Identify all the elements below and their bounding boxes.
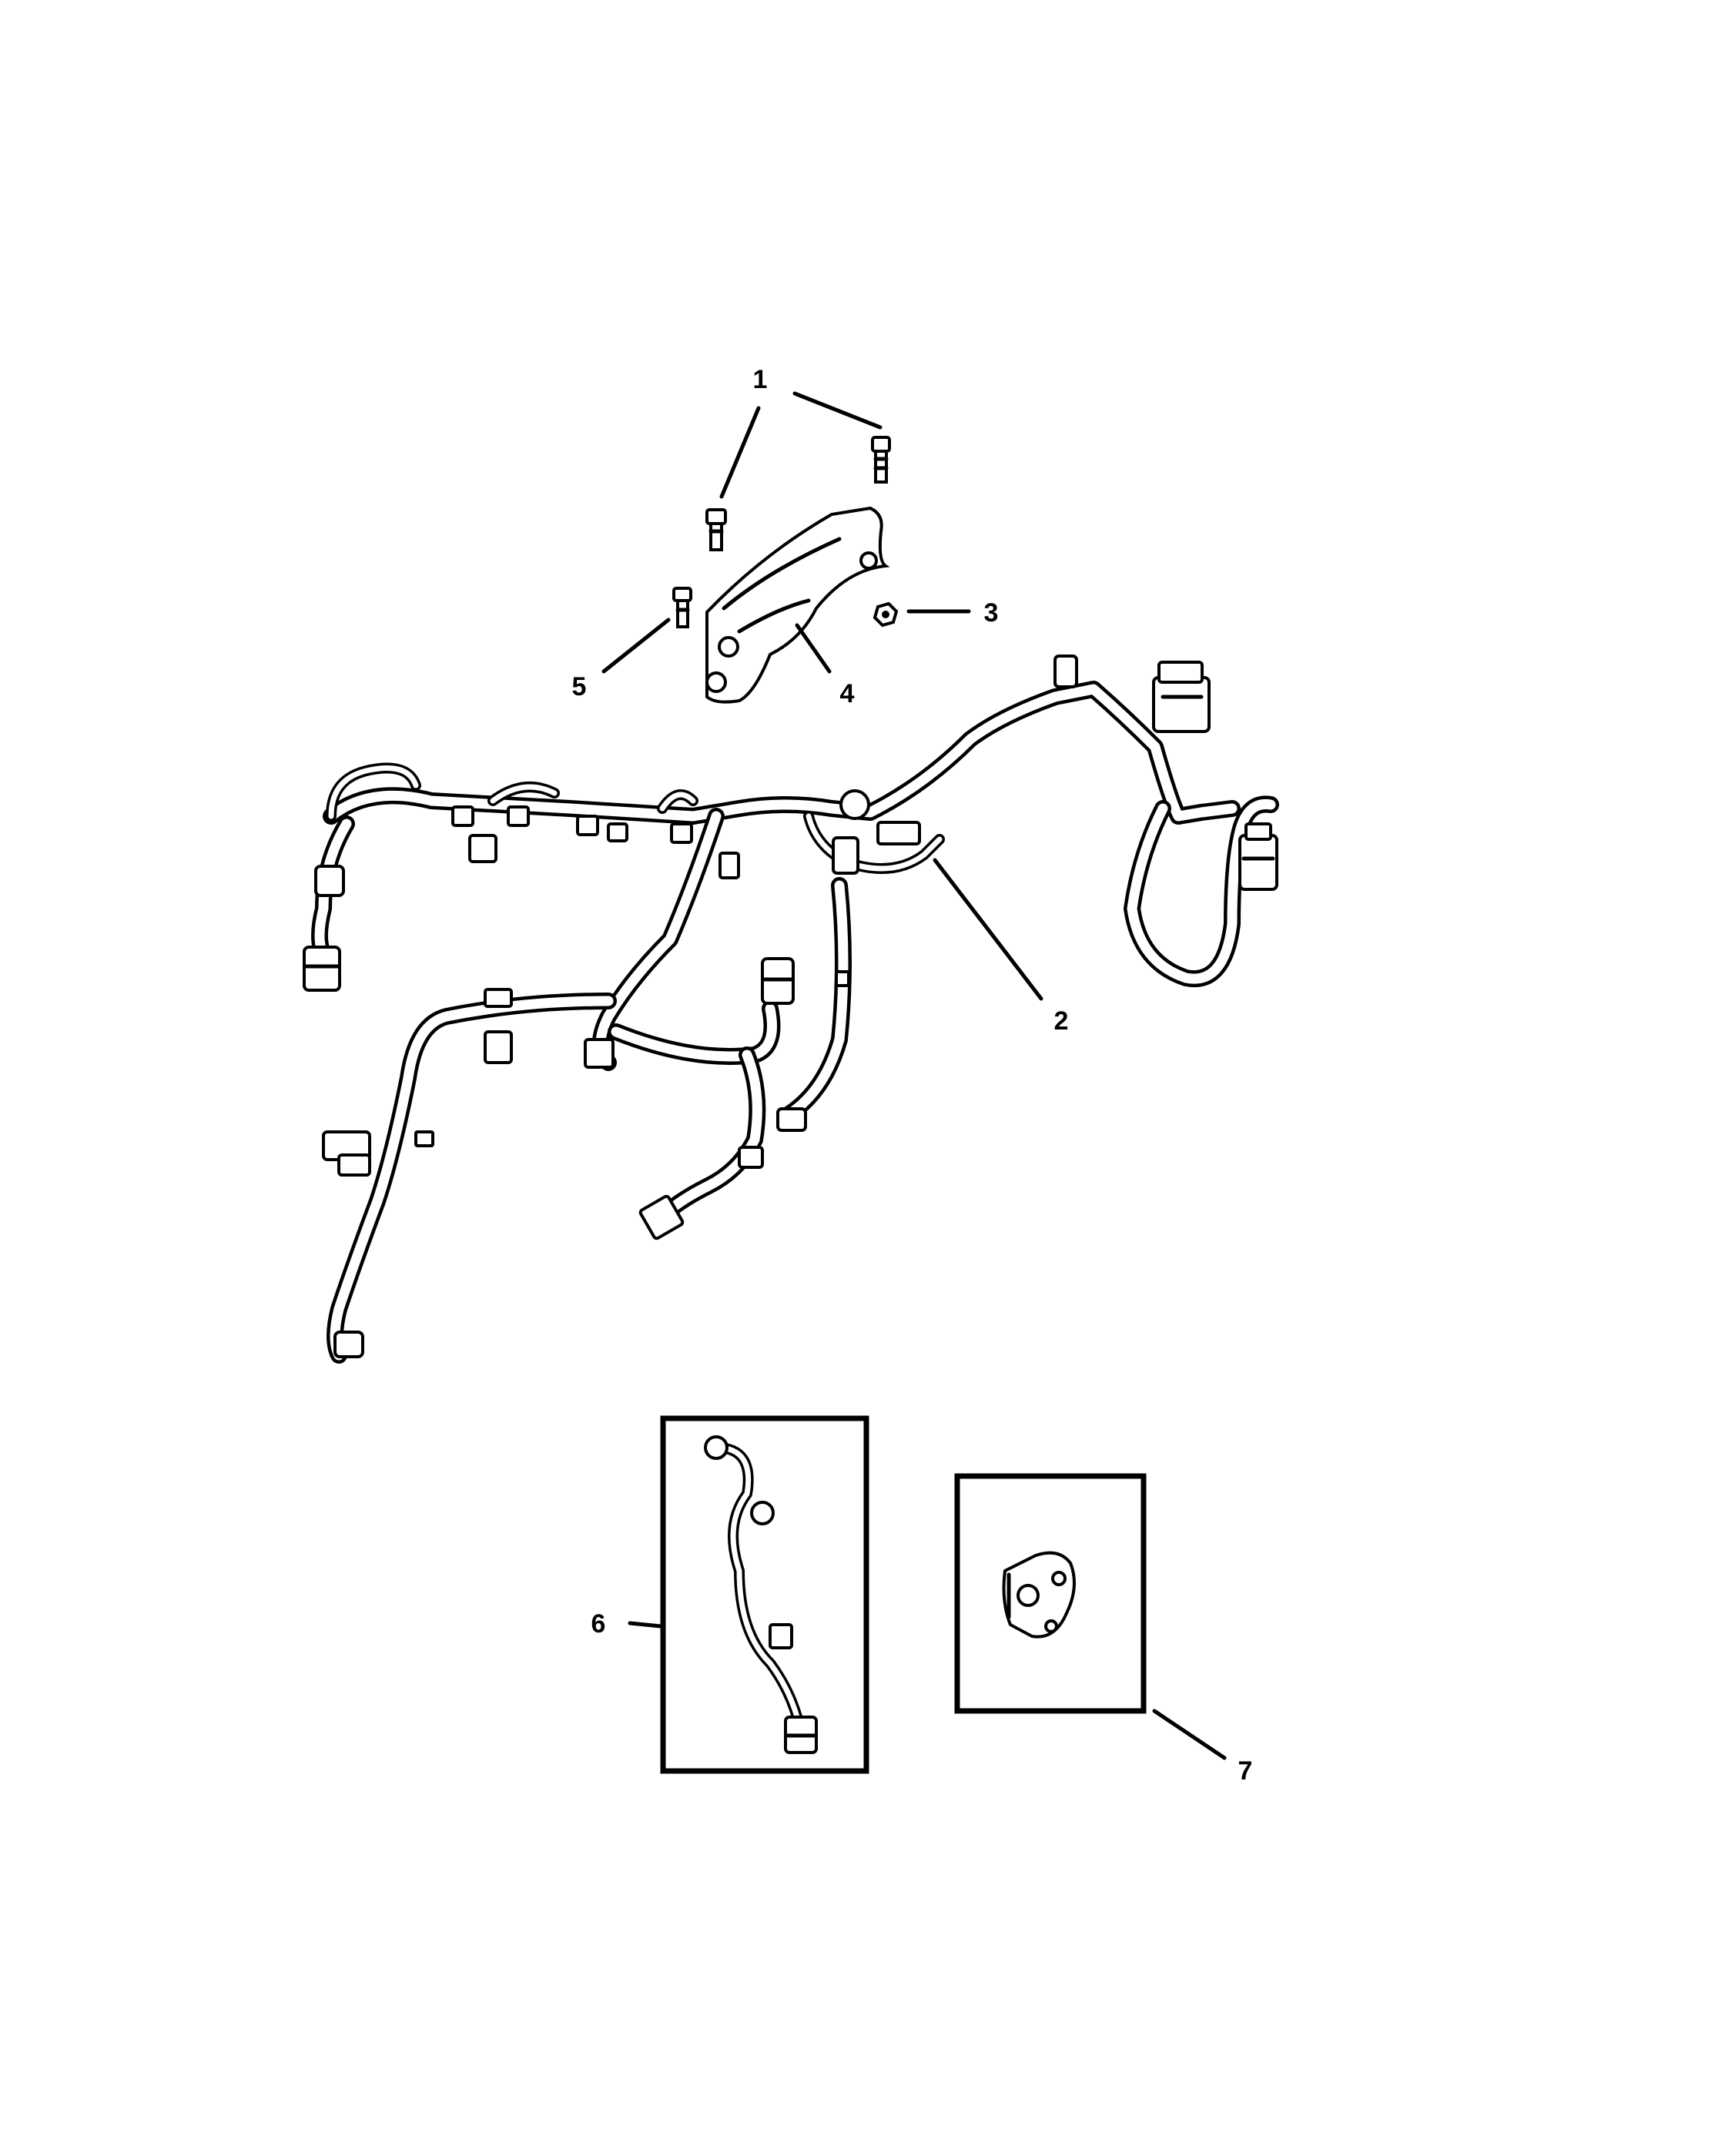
bolt-upper-right xyxy=(871,436,891,484)
leader-4 xyxy=(795,623,832,674)
callout-2: 2 xyxy=(1054,1006,1069,1036)
part-3-nut xyxy=(873,601,899,628)
leader-1b xyxy=(719,406,761,499)
leader-5 xyxy=(601,618,671,674)
callout-3: 3 xyxy=(984,598,999,628)
leader-7 xyxy=(1152,1709,1227,1760)
bolt-upper-left xyxy=(705,508,727,551)
leader-6 xyxy=(628,1621,663,1629)
leader-2 xyxy=(933,858,1043,1001)
part-5-bolt xyxy=(672,587,692,628)
part-7-grommet-box xyxy=(954,1473,1147,1714)
part-6-sub-harness-box xyxy=(660,1415,869,1774)
part-4-bracket xyxy=(705,506,890,704)
leader-lines xyxy=(601,391,1227,1760)
callout-7: 7 xyxy=(1238,1756,1253,1786)
leader-1a xyxy=(792,391,883,430)
part-2-main-harness xyxy=(303,654,1279,1364)
part-1-bolts xyxy=(705,436,891,551)
callout-6: 6 xyxy=(591,1609,606,1639)
callout-4: 4 xyxy=(840,679,855,708)
callout-1: 1 xyxy=(753,365,768,394)
callout-5: 5 xyxy=(572,672,587,701)
